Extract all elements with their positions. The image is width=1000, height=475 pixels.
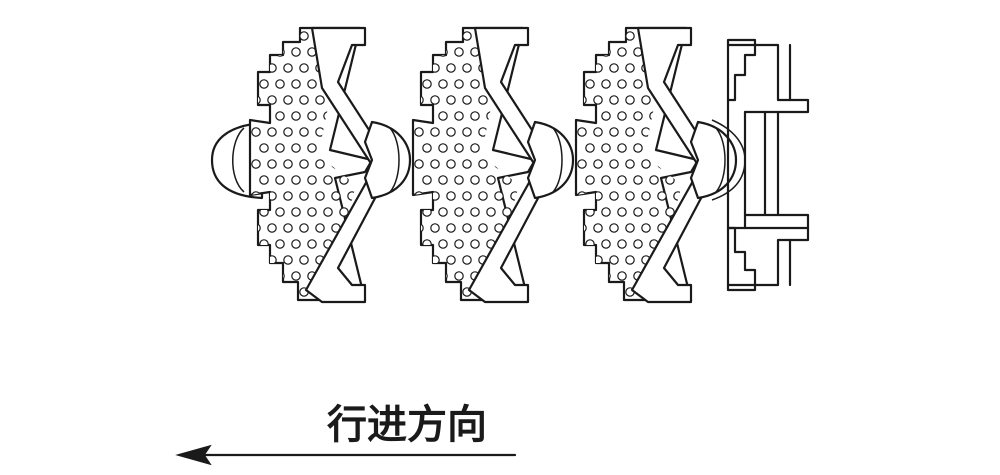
perforation-hole	[283, 287, 293, 297]
perforation-hole	[355, 47, 356, 57]
perforation-hole	[315, 95, 325, 105]
perforation-hole	[307, 175, 317, 185]
arrow-left-icon	[175, 444, 212, 466]
perforation-hole	[251, 287, 261, 297]
perforation-hole	[275, 207, 285, 217]
perforation-hole	[364, 224, 372, 232]
perforation-hole	[283, 95, 293, 105]
perforation-hole	[323, 175, 333, 185]
perforation-hole	[275, 79, 285, 89]
perforation-hole	[251, 127, 261, 137]
perforation-hole	[267, 95, 277, 105]
perforation-hole	[339, 143, 349, 153]
perforation-hole	[283, 223, 293, 233]
perforation-hole	[372, 240, 380, 248]
perforation-hole	[251, 223, 261, 233]
perforation-hole	[307, 111, 317, 121]
chain-module-3	[576, 28, 736, 302]
perforation-hole	[259, 143, 269, 153]
perforation-hole	[372, 208, 380, 216]
chain-assembly	[210, 26, 810, 304]
perforation-hole	[307, 207, 317, 217]
perforation-hole	[299, 255, 309, 265]
perforation-hole	[315, 159, 325, 169]
perforation-hole	[315, 191, 325, 201]
perforation-hole	[291, 175, 301, 185]
perforation-hole	[307, 79, 317, 89]
perforation-hole	[291, 239, 301, 249]
perforation-hole	[283, 159, 293, 169]
perforation-hole	[364, 64, 372, 72]
perforation-hole	[259, 271, 269, 281]
perforation-hole	[267, 127, 277, 137]
perforation-hole	[275, 111, 285, 121]
perforation-hole	[364, 96, 372, 104]
perforation-hole	[283, 255, 293, 265]
perforation-hole	[364, 256, 372, 264]
perforation-hole	[372, 272, 380, 280]
perforation-hole	[299, 127, 309, 137]
perforation-hole	[259, 47, 269, 57]
perforation-hole	[267, 159, 277, 169]
perforation-hole	[267, 31, 277, 41]
perforation-hole	[299, 223, 309, 233]
perforation-hole	[372, 48, 380, 56]
perforation-hole	[355, 79, 356, 89]
perforation-hole	[251, 31, 261, 41]
perforation-hole	[259, 175, 269, 185]
perforation-hole	[307, 239, 317, 249]
hinge-bulge	[363, 120, 412, 200]
chain-module	[248, 26, 412, 304]
perforation-hole	[339, 207, 349, 217]
lower-chevron-rib	[304, 170, 384, 304]
perforation-hole	[307, 143, 317, 153]
connecting-pin	[711, 43, 810, 287]
perforation-hole	[267, 287, 277, 297]
perforation-hole	[299, 159, 309, 169]
perforation-hole	[291, 79, 301, 89]
perforation-hole	[275, 143, 285, 153]
perforation-hole	[267, 223, 277, 233]
perforation-hole	[347, 191, 356, 201]
perforation-hole	[283, 191, 293, 201]
perforation-hole	[291, 111, 301, 121]
perforation-hole	[275, 239, 285, 249]
perforation-hole	[331, 191, 341, 201]
perforation-hole	[259, 239, 269, 249]
perforation-hole	[372, 80, 380, 88]
perforation-hole	[291, 143, 301, 153]
perforation-hole	[355, 175, 356, 185]
perforation-hole	[251, 255, 261, 265]
direction-indicator: 行进方向	[175, 402, 517, 466]
perforation-hole	[291, 207, 301, 217]
perforation-hole	[315, 223, 325, 233]
chain-module-2	[413, 28, 573, 302]
perforation-hole	[355, 239, 356, 249]
perforation-hole	[259, 111, 269, 121]
direction-label: 行进方向	[327, 402, 487, 448]
perforation-hole	[323, 207, 333, 217]
perforation-hole	[291, 47, 301, 57]
perforation-hole	[299, 63, 309, 73]
perforation-hole	[283, 63, 293, 73]
perforation-hole	[251, 159, 261, 169]
perforation-hole	[291, 271, 301, 281]
perforation-hole	[339, 175, 349, 185]
perforation-hole	[299, 95, 309, 105]
perforation-hole	[251, 95, 261, 105]
perforation-hole	[372, 112, 380, 120]
perforation-hole	[283, 31, 293, 41]
perforation-hole	[299, 191, 309, 201]
perforation-hole	[259, 79, 269, 89]
perforation-hole	[283, 127, 293, 137]
perforation-hole	[275, 175, 285, 185]
perforation-hole	[299, 31, 309, 41]
